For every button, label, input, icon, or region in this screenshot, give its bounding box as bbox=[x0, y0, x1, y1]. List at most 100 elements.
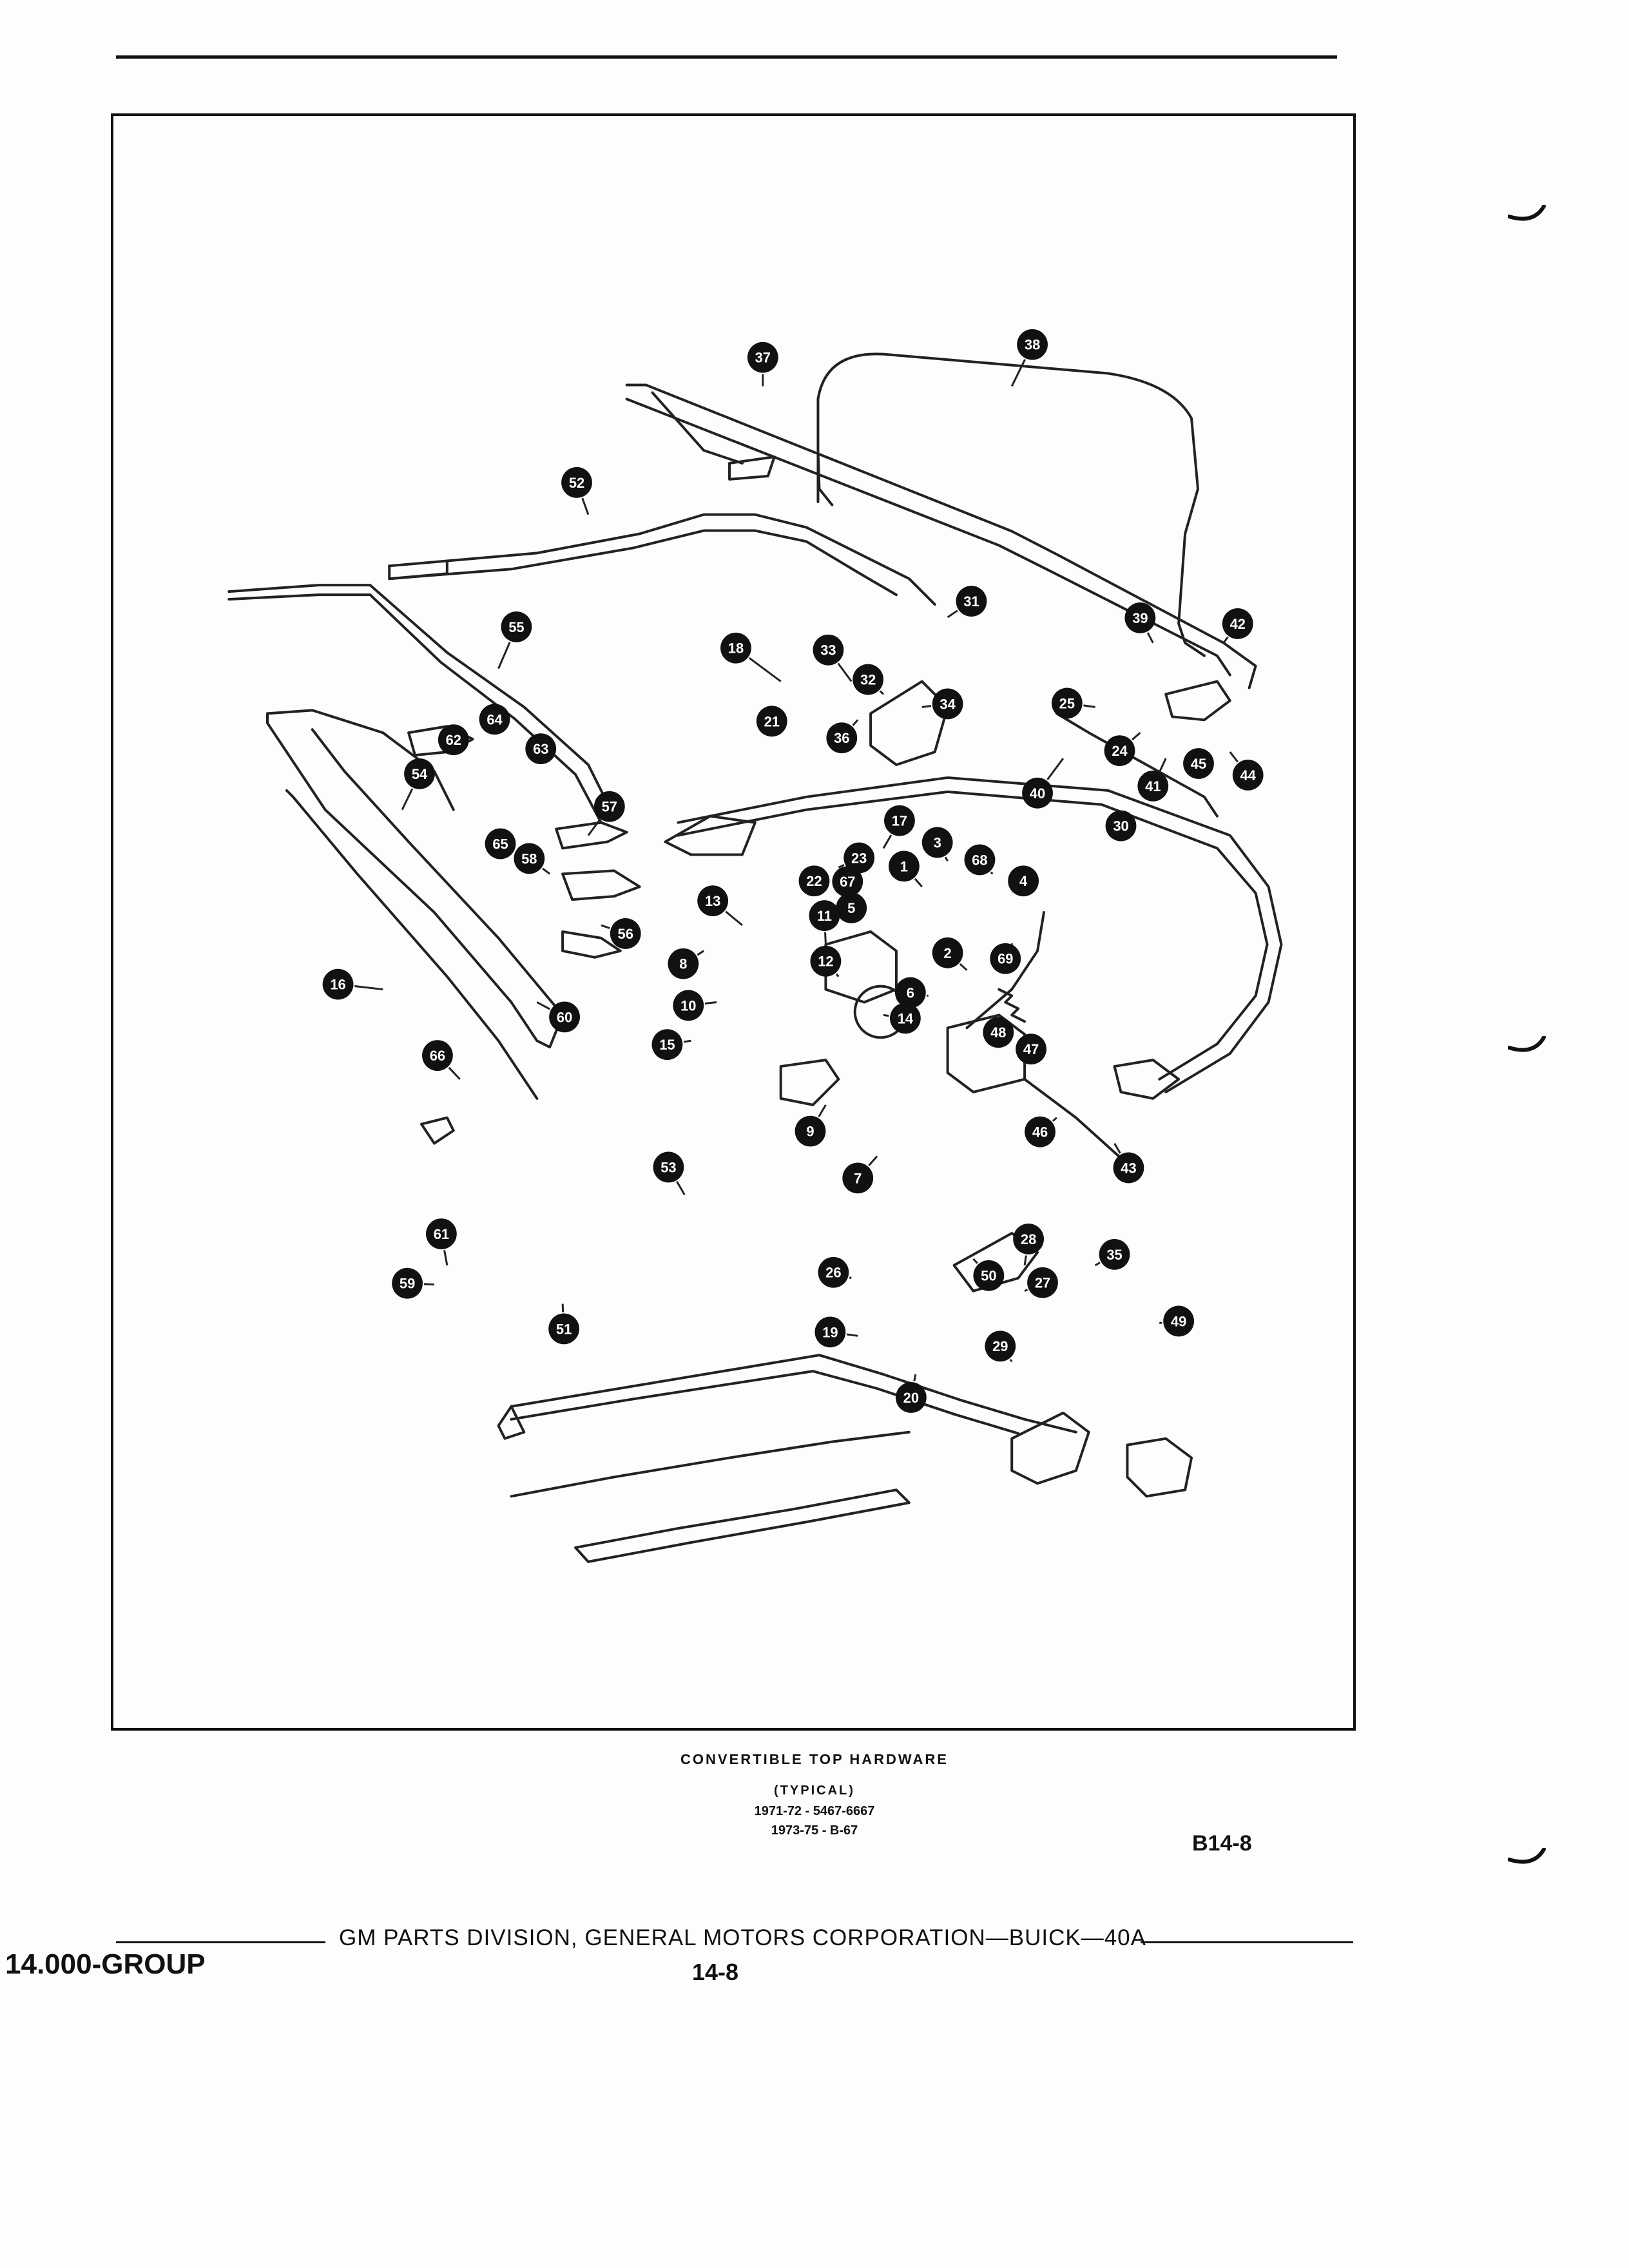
leader-39 bbox=[1146, 632, 1154, 644]
callout-49: 49 bbox=[1163, 1305, 1195, 1337]
svg-text:21: 21 bbox=[764, 713, 780, 729]
callout-18: 18 bbox=[720, 632, 751, 664]
callout-20: 20 bbox=[895, 1382, 927, 1413]
svg-text:30: 30 bbox=[1113, 818, 1128, 834]
callout-55: 55 bbox=[501, 611, 532, 642]
callout-29: 29 bbox=[985, 1331, 1016, 1362]
callout-2: 2 bbox=[932, 937, 963, 968]
svg-text:44: 44 bbox=[1240, 767, 1256, 783]
callout-21: 21 bbox=[756, 706, 787, 737]
svg-text:12: 12 bbox=[818, 954, 833, 970]
leader-10 bbox=[704, 1001, 717, 1005]
callout-50: 50 bbox=[973, 1260, 1005, 1291]
svg-text:37: 37 bbox=[755, 350, 771, 366]
svg-text:38: 38 bbox=[1025, 337, 1040, 353]
leader-33 bbox=[837, 662, 853, 682]
weatherstrip-rear bbox=[510, 1430, 911, 1498]
callout-11: 11 bbox=[809, 900, 840, 931]
callout-8: 8 bbox=[668, 948, 699, 979]
svg-text:32: 32 bbox=[860, 672, 876, 688]
callout-61: 61 bbox=[425, 1218, 457, 1249]
callout-22: 22 bbox=[798, 865, 830, 897]
motor-assembly-rear bbox=[1126, 1437, 1193, 1498]
svg-text:61: 61 bbox=[434, 1226, 449, 1242]
leader-20 bbox=[913, 1374, 917, 1381]
leader-11 bbox=[824, 932, 827, 945]
rear-bow-bracket bbox=[728, 456, 776, 481]
callout-35: 35 bbox=[1099, 1238, 1130, 1270]
svg-text:50: 50 bbox=[981, 1268, 996, 1284]
svg-text:11: 11 bbox=[817, 908, 832, 924]
svg-text:19: 19 bbox=[822, 1324, 838, 1340]
callout-27: 27 bbox=[1027, 1267, 1058, 1298]
footer-rule-right bbox=[1141, 1941, 1353, 1943]
leader-40 bbox=[1046, 758, 1065, 780]
leader-54 bbox=[401, 788, 414, 811]
callout-62: 62 bbox=[438, 724, 469, 756]
leader-2 bbox=[959, 963, 968, 971]
side-trim-strip bbox=[1055, 712, 1219, 818]
svg-text:4: 4 bbox=[1019, 873, 1028, 889]
svg-text:55: 55 bbox=[508, 619, 524, 635]
hook-tab bbox=[420, 1116, 455, 1145]
callout-69: 69 bbox=[990, 943, 1021, 974]
callout-54: 54 bbox=[404, 758, 435, 789]
callout-12: 12 bbox=[810, 945, 842, 977]
svg-text:9: 9 bbox=[806, 1124, 814, 1140]
footer-rule-left bbox=[116, 1941, 325, 1943]
svg-text:8: 8 bbox=[679, 956, 687, 972]
callout-46: 46 bbox=[1025, 1116, 1055, 1148]
rear-rail-tip bbox=[497, 1405, 526, 1440]
hoop-bow bbox=[816, 352, 1206, 657]
callout-39: 39 bbox=[1124, 602, 1156, 633]
center-bow-mount bbox=[664, 814, 757, 856]
svg-text:39: 39 bbox=[1132, 610, 1148, 626]
svg-text:69: 69 bbox=[998, 951, 1013, 967]
leader-44 bbox=[1229, 751, 1239, 763]
caption-application-1: 1971-72 - 5467-6667 bbox=[754, 1804, 875, 1818]
callout-41: 41 bbox=[1137, 770, 1169, 802]
leader-35 bbox=[1094, 1262, 1101, 1267]
callout-28: 28 bbox=[1013, 1224, 1044, 1254]
leader-55 bbox=[497, 642, 511, 669]
svg-text:58: 58 bbox=[521, 850, 537, 867]
callout-7: 7 bbox=[842, 1162, 874, 1194]
leader-60 bbox=[536, 1001, 550, 1010]
callout-48: 48 bbox=[983, 1017, 1014, 1048]
weatherstrip-front bbox=[285, 789, 539, 1100]
svg-text:36: 36 bbox=[834, 730, 849, 746]
svg-text:54: 54 bbox=[412, 766, 428, 782]
callout-56: 56 bbox=[610, 918, 641, 949]
leader-36 bbox=[852, 719, 859, 726]
callout-10: 10 bbox=[673, 990, 704, 1021]
svg-text:18: 18 bbox=[728, 640, 744, 657]
leader-18 bbox=[748, 657, 782, 682]
callout-42: 42 bbox=[1222, 608, 1253, 639]
svg-text:6: 6 bbox=[907, 985, 914, 1001]
callout-43: 43 bbox=[1113, 1152, 1144, 1184]
callout-32: 32 bbox=[853, 664, 884, 695]
callout-23: 23 bbox=[843, 842, 875, 874]
callout-34: 34 bbox=[932, 688, 963, 720]
callout-15: 15 bbox=[651, 1029, 683, 1061]
svg-text:26: 26 bbox=[825, 1265, 841, 1281]
svg-text:40: 40 bbox=[1030, 785, 1045, 802]
svg-text:3: 3 bbox=[934, 834, 941, 850]
callout-38: 38 bbox=[1017, 329, 1048, 360]
callout-33: 33 bbox=[813, 634, 844, 666]
callout-64: 64 bbox=[479, 704, 510, 735]
callout-59: 59 bbox=[392, 1267, 423, 1299]
svg-text:33: 33 bbox=[820, 642, 836, 658]
callout-52: 52 bbox=[561, 466, 592, 498]
svg-text:25: 25 bbox=[1059, 695, 1075, 711]
leader-43 bbox=[1113, 1142, 1121, 1154]
callout-51: 51 bbox=[548, 1313, 579, 1345]
leader-23 bbox=[838, 864, 845, 869]
part-callouts: 1234567891011121314151617181920212223242… bbox=[322, 329, 1264, 1413]
leader-25 bbox=[1083, 704, 1095, 708]
leader-32 bbox=[879, 690, 885, 695]
callout-24: 24 bbox=[1104, 735, 1135, 767]
leader-42 bbox=[1222, 636, 1229, 644]
front-rail-upper-2 bbox=[227, 593, 602, 824]
